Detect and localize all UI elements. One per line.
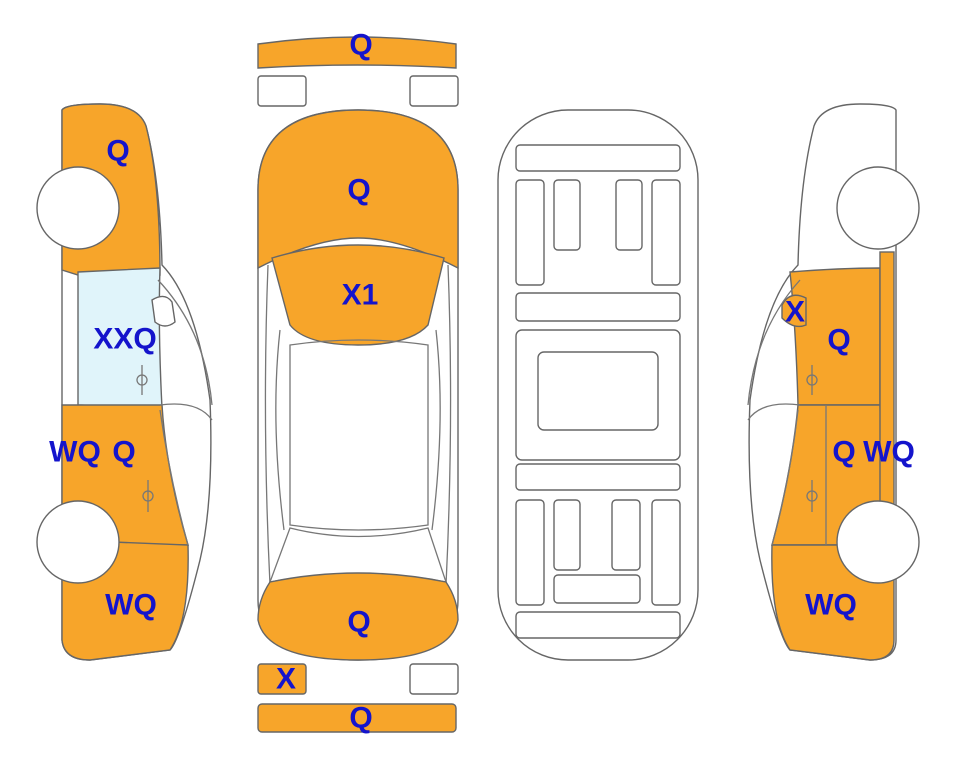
hood: [257, 572, 459, 661]
left-side-view: [36, 103, 213, 661]
label-right-rear-door: Q: [827, 324, 850, 357]
rear-bumper-top: [257, 36, 457, 69]
label-rear-bumper: Q: [349, 702, 372, 735]
underbody-part: [615, 179, 643, 251]
left-door-handle-rear: [136, 365, 148, 395]
label-left-rear-door: Q: [112, 436, 135, 469]
label-trunk-lid: Q: [347, 174, 370, 207]
rear-windshield: [271, 244, 445, 346]
underbody-part: [515, 144, 681, 172]
underbody-part: [515, 611, 681, 639]
underbody-part: [651, 499, 681, 606]
top-view: [257, 36, 459, 733]
left-rear-wheel: [36, 166, 120, 250]
label-right-quarter-glass: X: [785, 296, 805, 329]
roof-panel: [289, 339, 429, 531]
left-door-handle-front: [142, 480, 154, 512]
underbody-part: [553, 574, 641, 604]
label-left-front-fender: WQ: [105, 589, 157, 622]
underbody-part: [537, 351, 659, 431]
left-front-door-line: [157, 279, 213, 546]
label-right-door-lower-a: Q: [832, 436, 855, 469]
rear-lamp-left-top: [257, 75, 307, 107]
label-right-front-fender: WQ: [805, 589, 857, 622]
left-mirror: [151, 295, 176, 327]
underbody-part: [651, 179, 681, 286]
underbody-part: [553, 499, 581, 571]
right-front-wheel: [836, 500, 920, 584]
right-quarter-glass: [781, 294, 807, 328]
underbody-part: [515, 499, 545, 606]
label-right-door-lower-b: WQ: [863, 436, 915, 469]
label-left-rear-door-side: WQ: [49, 436, 101, 469]
right-side-lines: [747, 279, 827, 546]
underbody-part: [515, 179, 545, 286]
label-left-rear-window: XXQ: [93, 323, 156, 356]
label-hood: Q: [347, 606, 370, 639]
right-rear-wheel: [836, 166, 920, 250]
right-door-handle-rear: [806, 365, 818, 395]
label-rear-windshield: X1: [342, 279, 379, 312]
label-rear-lamp-left: X: [276, 663, 296, 696]
front-bumper-bottom: [257, 703, 457, 733]
right-side-view: [747, 103, 920, 661]
underbody-part: [553, 179, 581, 251]
right-door-handle-front: [806, 480, 818, 512]
underbody-part: [611, 499, 641, 571]
trunk-lid: [257, 109, 459, 270]
label-left-upper-rear: Q: [106, 135, 129, 168]
underbody-part: [515, 463, 681, 491]
label-front-bumper: Q: [349, 29, 372, 62]
rear-lamp-left-bottom: [257, 663, 307, 695]
damage-labels: Q XXQ WQ Q WQ Q Q X1 Q X Q X Q Q WQ WQ: [49, 29, 915, 735]
rear-lamp-right-top: [409, 75, 459, 107]
left-front-wheel: [36, 500, 120, 584]
underbody-view: [497, 109, 699, 661]
top-side-lines: [264, 264, 452, 586]
underbody-part: [515, 292, 681, 322]
front-lamp-right-bottom: [409, 663, 459, 695]
